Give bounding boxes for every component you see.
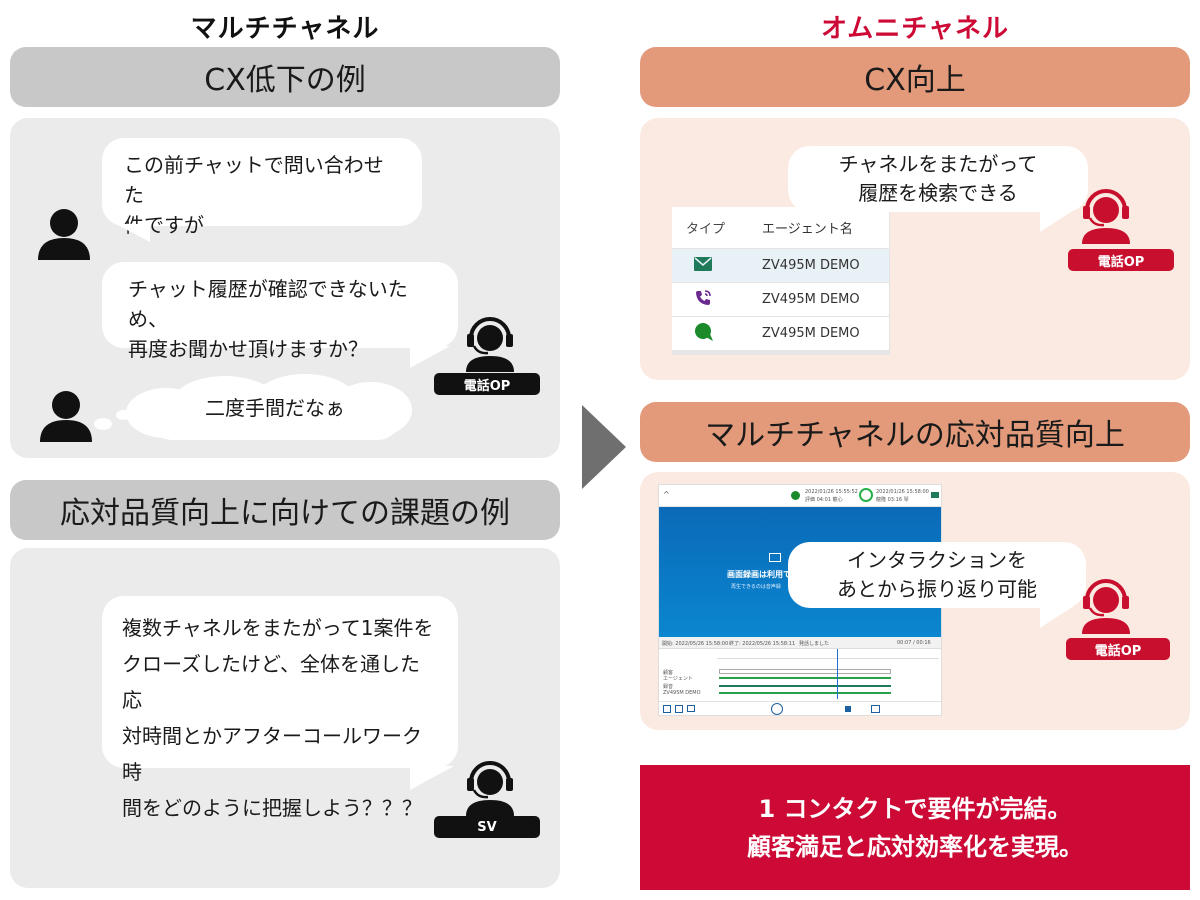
sv-badge: SV [434,816,540,838]
bubble-line: あとから振り返り可能 [837,577,1037,601]
left-section2-title: 応対品質向上に向けての課題の例 [10,480,560,540]
track-label: ZV495M DEMO [663,690,701,696]
bubble-line: 履歴を検索できる [858,181,1018,205]
bubble-line: 対時間とかアフターコールワーク時 [122,724,422,784]
bubble-line: 間をどのように把握しよう？？？ [122,796,422,820]
agent-cell: ZV495M DEMO [762,292,860,307]
recording-submessage: 再生できるのは音声録 [731,584,781,590]
chat-icon [695,322,713,341]
track-label: 顧客 [663,670,674,676]
interaction-item-time: 2022/01/26 15:58:00 [876,489,929,495]
op-badge: 電話OP [434,373,540,395]
conclusion-banner: 1 コンタクトで要件が完結。 顧客満足と応対効率化を実現。 [640,765,1190,890]
operator-headset-icon [1082,189,1130,244]
player-controls [659,701,941,716]
track-label: エージェント [663,676,693,682]
volume-icon[interactable] [845,706,851,712]
play-button[interactable] [771,703,783,715]
timeline[interactable]: 顧客 エージェント 録音 ZV495M DEMO [659,649,941,701]
bubble-line: 件ですが [124,213,204,237]
recording-message: 画面録画は利用で [727,570,791,579]
right-section1-title: CX向上 [640,47,1190,107]
customer-person-icon [40,391,92,442]
col-type-header: タイプ [686,222,726,237]
bubble-line: 複数チャネルをまたがって1案件を [122,616,434,640]
interaction-item-detail: 評価 04:01 龍心 [805,497,843,503]
bubble-line: この前チャットで問い合わせた [124,153,384,207]
mail-icon [931,492,939,498]
bubble-line: チャネルをまたがって [838,152,1038,176]
agent-cell: ZV495M DEMO [762,258,860,273]
customer-person-icon [38,209,90,260]
interaction-item-detail: 龍隆 03:16 琴 [876,497,909,503]
track-label: 録音 [663,684,674,690]
bubble-tail [1040,606,1074,628]
left-heading: マルチチャネル [190,14,380,44]
settings-icon[interactable] [871,705,880,713]
bubble-tail [116,224,150,242]
bubble-line: インタラクションを [847,548,1027,572]
arrow-right-icon [582,405,626,489]
playback-time: 00:07 / 00:16 [897,640,931,646]
chat-icon [791,491,800,500]
bubble-line: チャット履歴が確認できないため、 [128,277,408,331]
end-time: 終了: 2022/05/26 15:58:11 [729,641,796,647]
thought-cloud: 二度手間だなぁ [90,372,420,444]
banner-line-2: 顧客満足と応対効率化を実現。 [747,832,1083,861]
search-bubble: チャネルをまたがって 履歴を検索できる [788,146,1088,212]
table-row[interactable]: ZV495M DEMO [672,317,889,351]
right-heading: オムニチャネル [821,14,1009,44]
cloud-text: 二度手間だなぁ [205,396,345,420]
monitor-icon [769,553,781,562]
phone-icon [696,289,711,305]
operator-headset-icon [1082,579,1130,634]
comment-icon[interactable] [687,705,695,712]
customer-bubble-1: この前チャットで問い合わせた 件ですが [102,138,422,237]
table-row[interactable]: ZV495M DEMO [672,249,889,283]
table-header: タイプ エージェント名 [672,207,889,249]
op-badge: 電話OP [1068,249,1174,271]
start-time: 開始: 2022/05/26 15:58:00 [662,641,729,647]
supervisor-headset-icon [466,761,514,816]
layout-icon[interactable] [663,705,671,713]
left-section1-title: CX低下の例 [10,47,560,107]
layout-icon[interactable] [675,705,683,713]
playhead[interactable] [837,649,838,699]
bubble-line: 再度お聞かせ頂けますか？ [128,337,368,361]
bubble-tail [410,766,454,790]
replay-bubble: インタラクションを あとから振り返り可能 [788,542,1086,608]
bubble-tail [410,346,450,368]
right-section2-title: マルチチャネルの応対品質向上 [640,402,1190,462]
history-table: タイプ エージェント名 ZV495M DEMO ZV495M DEMO [672,207,890,355]
operator-headset-icon [466,317,514,372]
agent-cell: ZV495M DEMO [762,326,860,341]
collapse-icon[interactable]: ^ [663,490,670,499]
operator-bubble: チャット履歴が確認できないため、 再度お聞かせ頂けますか？ [102,262,458,361]
interaction-item-time: 2022/01/26 15:55:52 [805,489,858,495]
col-agent-header: エージェント名 [762,222,853,237]
phone-icon[interactable] [859,488,873,502]
status-note: 発話しました [799,641,830,647]
op-badge: 電話OP [1066,638,1170,660]
banner-line-1: 1 コンタクトで要件が完結。 [758,794,1072,823]
table-row[interactable]: ZV495M DEMO [672,283,889,317]
bubble-tail [1040,210,1074,232]
mail-icon [694,256,712,271]
bubble-line: クローズしたけど、全体を通した応 [122,652,420,712]
sv-bubble: 複数チャネルをまたがって1案件を クローズしたけど、全体を通した応 対時間とかア… [102,596,458,820]
